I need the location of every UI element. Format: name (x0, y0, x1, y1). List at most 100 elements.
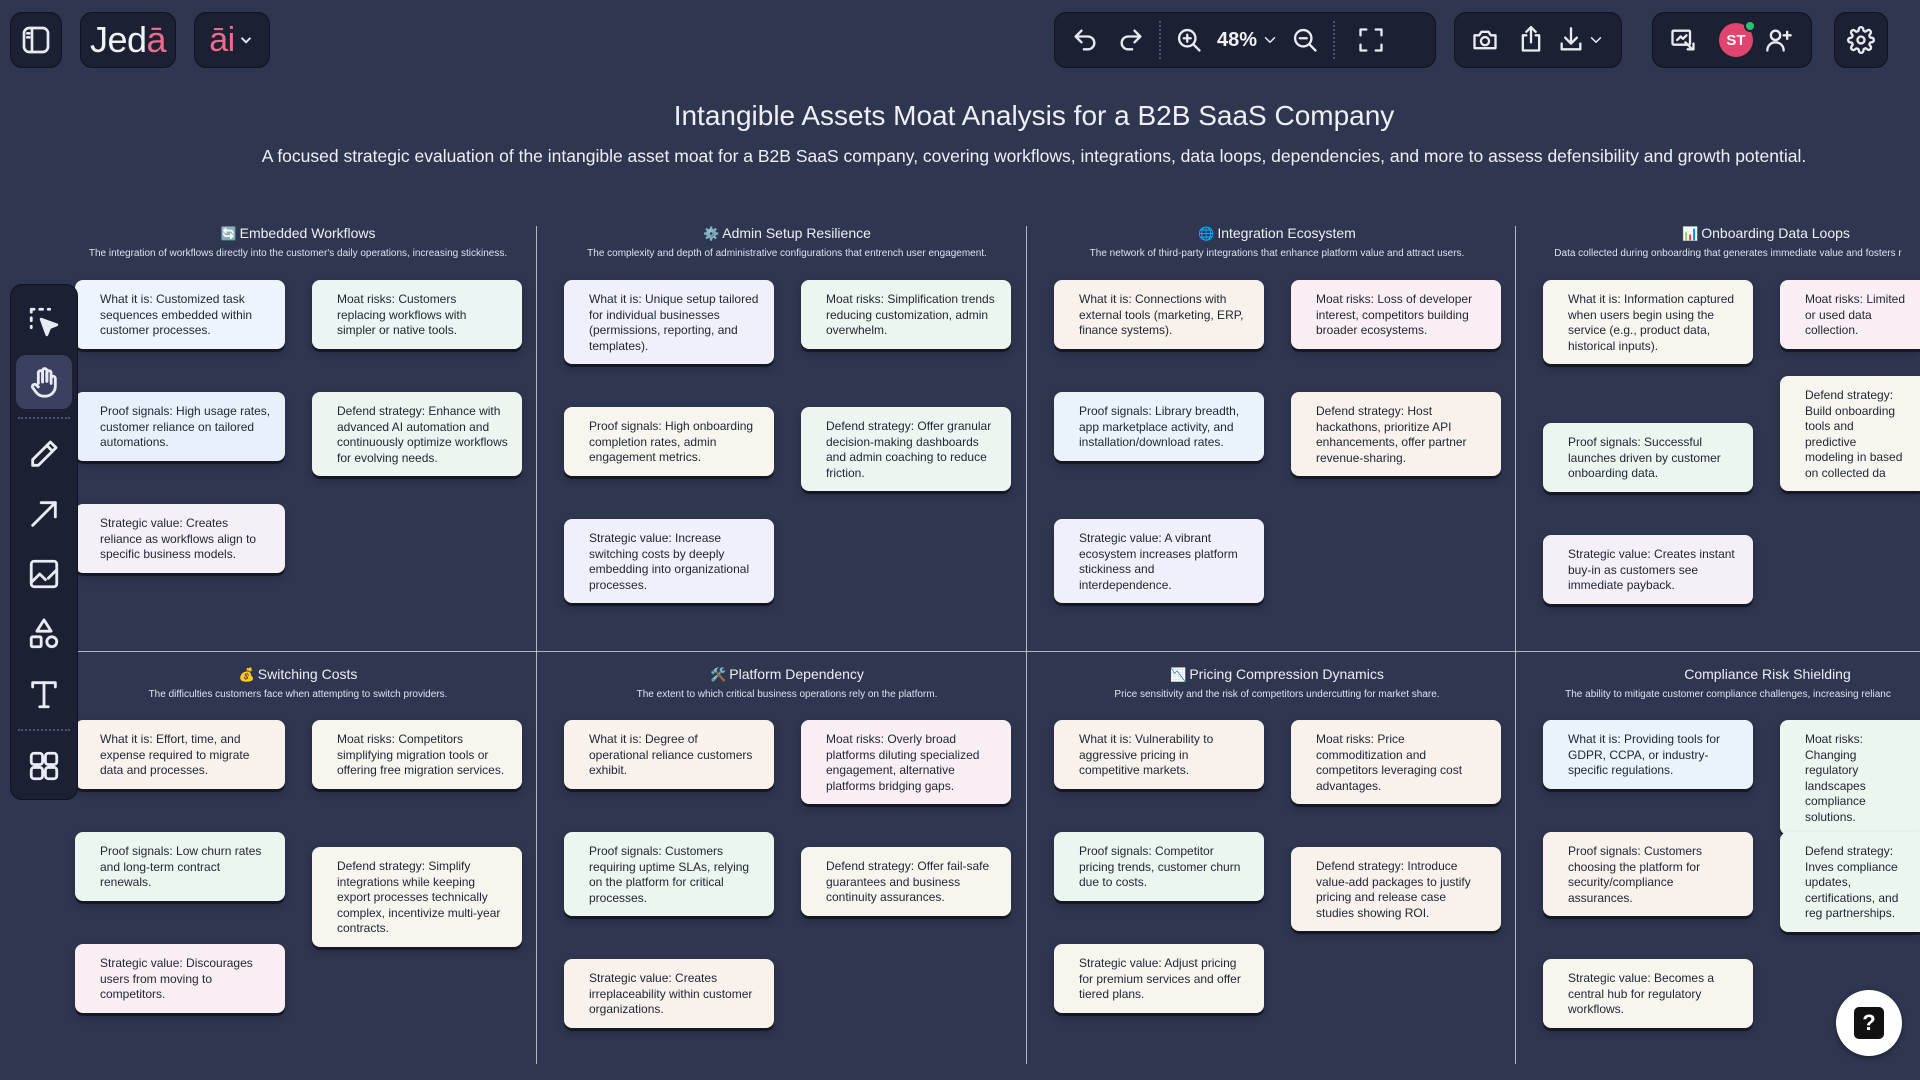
sticky-note[interactable]: Strategic value: Adjust pricing for prem… (1054, 944, 1264, 1013)
sticky-note[interactable]: Proof signals: High onboarding completio… (564, 407, 774, 476)
sticky-note[interactable]: What it is: Providing tools for GDPR, CC… (1543, 720, 1753, 789)
redo-button[interactable] (1111, 20, 1151, 60)
sticky-note[interactable]: Defend strategy: Offer fail-safe guarant… (801, 847, 1011, 916)
grid-divider (536, 226, 537, 1064)
sticky-note[interactable]: Strategic value: A vibrant ecosystem inc… (1054, 519, 1264, 603)
sticky-note[interactable]: Strategic value: Discourages users from … (75, 944, 285, 1013)
board-subtitle: A focused strategic evaluation of the in… (261, 146, 1807, 166)
ai-menu-button[interactable]: āi (194, 12, 270, 68)
redo-icon (1120, 29, 1142, 51)
sticky-note[interactable]: Defend strategy: Build onboarding tools … (1780, 376, 1920, 491)
section-title: ⚙️Admin Setup Resilience (703, 225, 871, 241)
jeda-logo-button[interactable]: Jedā (80, 12, 176, 68)
select-icon (29, 307, 59, 337)
section-description: The difficulties customers face when att… (148, 689, 448, 700)
chevron-down-icon (1264, 37, 1276, 43)
share-icon (1521, 26, 1541, 52)
section-title: 💰Switching Costs (238, 666, 358, 682)
download-icon (1560, 27, 1582, 51)
sticky-note[interactable]: Strategic value: Creates irreplaceabilit… (564, 959, 774, 1028)
sticky-note[interactable]: Strategic value: Becomes a central hub f… (1543, 959, 1753, 1028)
shapes-tool[interactable] (16, 607, 72, 661)
sticky-note[interactable]: Moat risks: Simplification trends reduci… (801, 280, 1011, 349)
sticky-note[interactable]: What it is: Vulnerability to aggressive … (1054, 720, 1264, 789)
section-description: Data collected during onboarding that ge… (1554, 248, 1902, 259)
sticky-note[interactable]: Defend strategy: Host hackathons, priori… (1291, 392, 1501, 476)
sticky-note[interactable]: Defend strategy: Offer granular decision… (801, 407, 1011, 491)
sticky-note[interactable]: Proof signals: Successful launches drive… (1543, 423, 1753, 492)
section-description: The extent to which critical business op… (636, 689, 938, 700)
sticky-note[interactable]: What it is: Customized task sequences em… (75, 280, 285, 349)
screenshot-button[interactable] (1465, 20, 1505, 60)
sticky-note[interactable]: Strategic value: Creates instant buy-in … (1543, 535, 1753, 604)
sticky-note[interactable]: Proof signals: Low churn rates and long-… (75, 832, 285, 901)
zoom-level-dropdown[interactable]: 48% (1209, 20, 1279, 60)
undo-icon (1074, 29, 1096, 51)
export-controls-group (1454, 12, 1622, 68)
sticky-note[interactable]: What it is: Effort, time, and expense re… (75, 720, 285, 789)
section-title: 🔄Embedded Workflows (220, 225, 376, 241)
chevron-down-icon (1590, 37, 1602, 43)
share-button[interactable] (1511, 20, 1551, 60)
sticky-note[interactable]: Proof signals: Customers requiring uptim… (564, 832, 774, 916)
sticky-note[interactable]: Moat risks: Price commoditization and co… (1291, 720, 1501, 804)
section-description: The complexity and depth of administrati… (587, 248, 987, 259)
tools-sidebar (10, 284, 78, 800)
view-controls-group: 48% (1054, 12, 1436, 68)
sticky-note[interactable]: What it is: Unique setup tailored for in… (564, 280, 774, 364)
fullscreen-button[interactable] (1351, 20, 1391, 60)
ai-logo: āi (209, 20, 235, 59)
hand-tool[interactable] (16, 355, 72, 409)
arrow-tool[interactable] (16, 487, 72, 541)
camera-icon (1473, 30, 1497, 50)
sticky-note[interactable]: Strategic value: Increase switching cost… (564, 519, 774, 603)
sticky-note[interactable]: Defend strategy: Simplify integrations w… (312, 847, 522, 947)
invite-user-button[interactable] (1759, 20, 1799, 60)
sticky-note[interactable]: Proof signals: Library breadth, app mark… (1054, 392, 1264, 461)
grid-divider (1026, 226, 1027, 1064)
zoom-out-button[interactable] (1285, 20, 1325, 60)
sticky-note[interactable]: Moat risks: Customers replacing workflow… (312, 280, 522, 349)
section-description: Price sensitivity and the risk of compet… (1114, 689, 1440, 700)
sticky-note[interactable]: Moat risks: Changing regulatory landscap… (1780, 720, 1920, 835)
image-tool[interactable] (16, 547, 72, 601)
select-tool[interactable] (16, 295, 72, 349)
templates-tool[interactable] (16, 739, 72, 793)
hand-icon (31, 367, 57, 398)
chevron-down-icon (240, 37, 251, 44)
sticky-note[interactable]: Moat risks: Loss of developer interest, … (1291, 280, 1501, 349)
sidebar-toggle-icon (11, 20, 61, 60)
zoom-in-icon (1177, 28, 1201, 52)
present-button[interactable] (1663, 20, 1703, 60)
toolbar-divider (1159, 21, 1161, 59)
sticky-note[interactable]: Defend strategy: Enhance with advanced A… (312, 392, 522, 476)
sticky-note[interactable]: Moat risks: Limited or used data collect… (1780, 280, 1920, 349)
download-button[interactable] (1557, 20, 1605, 60)
add-user-icon (1766, 29, 1792, 52)
fullscreen-icon (1359, 28, 1383, 52)
sticky-note[interactable]: Proof signals: Competitor pricing trends… (1054, 832, 1264, 901)
settings-button[interactable] (1834, 12, 1888, 68)
sticky-note[interactable]: Moat risks: Overly broad platforms dilut… (801, 720, 1011, 804)
section-title: 📊Onboarding Data Loops (1682, 225, 1850, 241)
text-tool[interactable] (16, 667, 72, 721)
undo-button[interactable] (1065, 20, 1105, 60)
sticky-note[interactable]: Strategic value: Creates reliance as wor… (75, 504, 285, 573)
sticky-note[interactable]: Defend strategy: Inves compliance update… (1780, 832, 1920, 932)
sticky-note[interactable]: Proof signals: High usage rates, custome… (75, 392, 285, 461)
sticky-note[interactable]: What it is: Connections with external to… (1054, 280, 1264, 349)
sticky-note[interactable]: Defend strategy: Introduce value-add pac… (1291, 847, 1501, 931)
zoom-in-button[interactable] (1169, 20, 1209, 60)
sidebar-toggle-button[interactable] (10, 12, 62, 68)
user-avatar-button[interactable]: ST (1719, 20, 1756, 57)
grid-icon (29, 751, 59, 781)
help-button[interactable]: ? (1836, 990, 1902, 1056)
board-title: Intangible Assets Moat Analysis for a B2… (673, 100, 1395, 131)
question-icon: ? (1854, 1007, 1884, 1039)
pencil-tool[interactable] (16, 427, 72, 481)
sticky-note[interactable]: What it is: Degree of operational relian… (564, 720, 774, 789)
sticky-note[interactable]: What it is: Information captured when us… (1543, 280, 1753, 364)
sticky-note[interactable]: Moat risks: Competitors simplifying migr… (312, 720, 522, 789)
sticky-note[interactable]: Proof signals: Customers choosing the pl… (1543, 832, 1753, 916)
